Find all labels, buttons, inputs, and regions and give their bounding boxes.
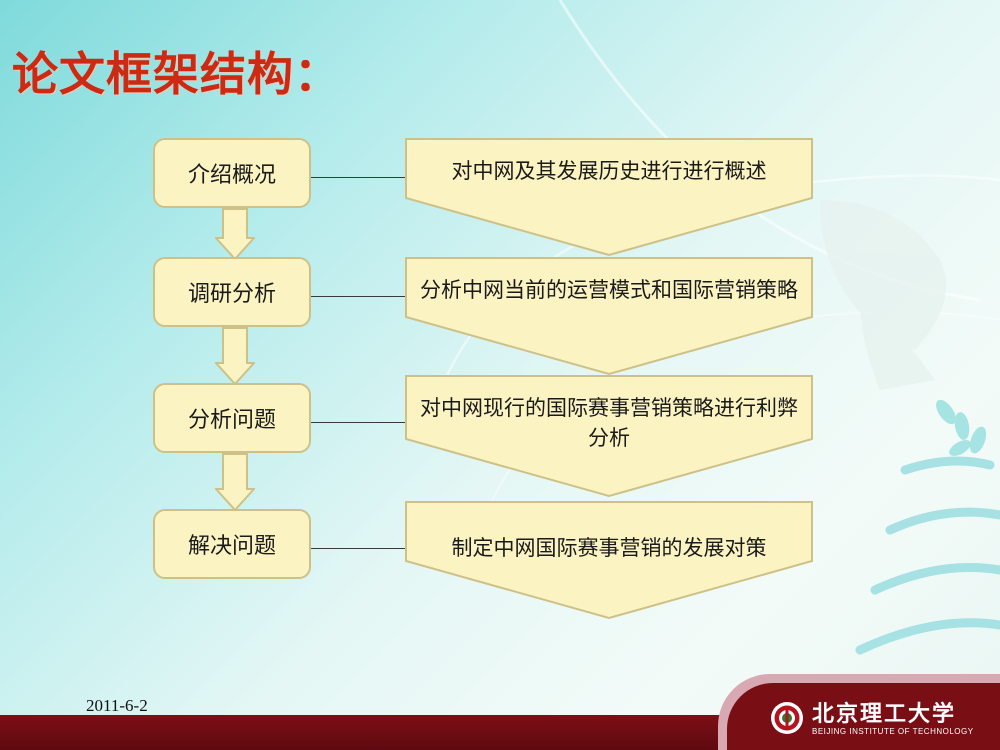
description-callout-2: 分析中网当前的运营模式和国际营销策略 [405,257,813,376]
pagoda-decoration-icon [855,456,1000,655]
step-box-1: 介绍概况 [153,138,311,208]
description-text: 对中网及其发展历史进行进行概述 [451,159,767,183]
step-label: 介绍概况 [187,163,276,188]
step-label: 解决问题 [187,534,276,559]
university-subtitle: BEIJING INSTITUTE OF TECHNOLOGY [812,727,974,736]
description-text: 制定中网国际赛事营销的发展对策 [451,536,767,560]
step-box-4: 解决问题 [153,509,311,579]
description-callout-1: 对中网及其发展历史进行进行概述 [405,138,813,257]
dove-watermark-icon [820,200,947,390]
page-title: 论文框架结构： [12,47,341,101]
connector-line [311,548,405,549]
olive-branch-icon [936,399,987,456]
down-arrow-icon [215,453,255,511]
description-callout-3: 对中网现行的国际赛事营销策略进行利弊分析 [405,375,813,498]
down-arrow-icon [215,327,255,385]
step-label: 分析问题 [187,408,276,433]
callout-shape [405,257,813,376]
step-label: 调研分析 [187,282,276,307]
step-box-2: 调研分析 [153,257,311,327]
description-callout-4: 制定中网国际赛事营销的发展对策 [405,501,813,620]
callout-shape [405,501,813,620]
callout-shape [405,138,813,257]
connector-line [311,422,405,423]
callout-shape [405,375,813,498]
university-name: 北京理工大学 [812,701,957,727]
slide-date: 2011-6-2 [86,696,148,715]
connector-line [311,177,405,178]
university-emblem-icon [771,702,803,734]
description-text: 分析中网当前的运营模式和国际营销策略 [420,278,798,302]
description-text: 对中网现行的国际赛事营销策略进行利弊分析 [420,396,798,450]
connector-line [311,296,405,297]
down-arrow-icon [215,208,255,260]
step-box-3: 分析问题 [153,383,311,453]
